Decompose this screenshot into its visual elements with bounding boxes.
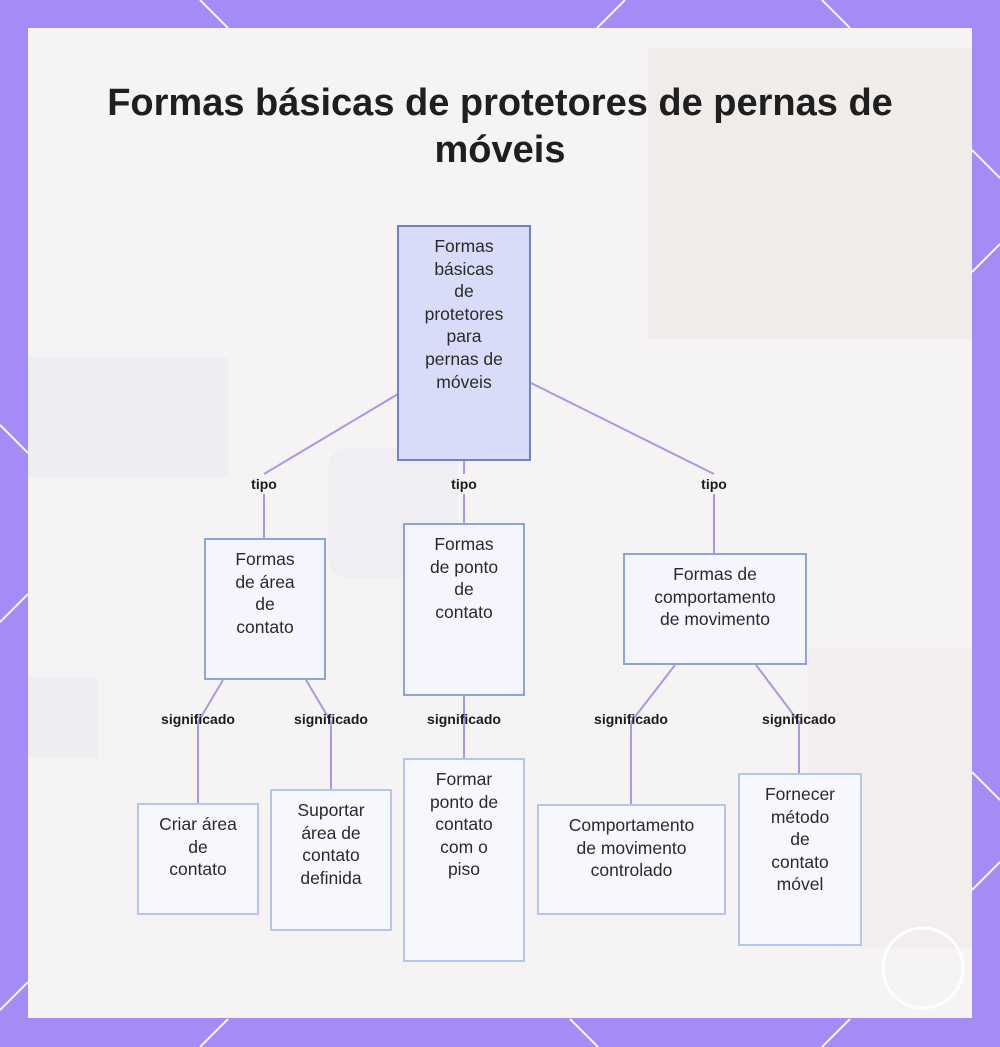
category-node-contact-area: Formas de área de contato — [204, 538, 326, 680]
edge-label-significado-3: significado — [427, 711, 501, 727]
leaf-node-text: Suportar área de contato definida — [297, 799, 364, 921]
category-node-contact-point: Formas de ponto de contato — [403, 523, 525, 696]
edge-label-significado-2: significado — [294, 711, 368, 727]
leaf-node-mobile-contact-method: Fornecer método de contato móvel — [738, 773, 862, 946]
edge-cat1-leaf2 — [306, 680, 331, 789]
category-node-text: Formas de área de contato — [235, 548, 294, 670]
leaf-node-text: Comportamento de movimento controlado — [569, 814, 694, 905]
root-node: Formas básicas de protetores para pernas… — [397, 225, 531, 461]
edge-root-cat1 — [264, 394, 398, 474]
leaf-node-text: Formar ponto de contato com o piso — [430, 768, 498, 952]
root-node-text: Formas básicas de protetores para pernas… — [425, 235, 504, 451]
edge-label-tipo-2: tipo — [451, 476, 477, 492]
edge-label-tipo-3: tipo — [701, 476, 727, 492]
edge-label-significado-5: significado — [762, 711, 836, 727]
leaf-node-controlled-movement: Comportamento de movimento controlado — [537, 804, 726, 915]
leaf-node-text: Criar área de contato — [159, 813, 237, 905]
category-node-movement-behavior: Formas de comportamento de movimento — [623, 553, 807, 665]
edge-label-significado-1: significado — [161, 711, 235, 727]
edge-root-cat3 — [531, 383, 714, 474]
edge-label-significado-4: significado — [594, 711, 668, 727]
edge-cat3-leaf4 — [631, 665, 675, 804]
edge-label-tipo-1: tipo — [251, 476, 277, 492]
leaf-node-text: Fornecer método de contato móvel — [765, 783, 835, 936]
leaf-node-create-contact-area: Criar área de contato — [137, 803, 259, 915]
leaf-node-support-defined-area: Suportar área de contato definida — [270, 789, 392, 931]
category-node-text: Formas de ponto de contato — [430, 533, 498, 686]
leaf-node-form-floor-contact-point: Formar ponto de contato com o piso — [403, 758, 525, 962]
category-node-text: Formas de comportamento de movimento — [654, 563, 776, 655]
edge-cat1-leaf1 — [198, 680, 223, 803]
